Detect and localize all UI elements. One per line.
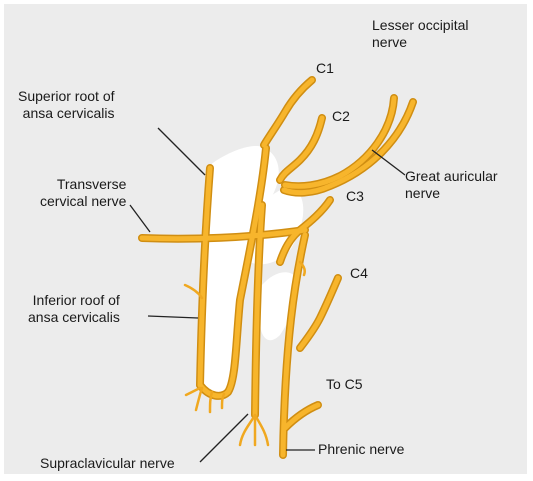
label-transverse-cervical-line2: cervical nerve <box>40 193 126 210</box>
label-transverse-cervical-nerve: Transverse cervical nerve <box>40 176 126 210</box>
to-c5-branch <box>285 405 318 428</box>
label-superior-root: Superior root of ansa cervicalis <box>18 88 115 122</box>
nerve-outlines <box>142 80 413 455</box>
leader-transverse-cervical <box>130 205 150 232</box>
label-inferior-root-line1: Inferior roof of <box>28 292 120 309</box>
label-superior-root-line1: Superior root of <box>18 88 115 105</box>
label-inferior-root-line2: ansa cervicalis <box>28 309 120 326</box>
label-superior-root-line2: ansa cervicalis <box>18 105 115 122</box>
label-great-auricular-line2: nerve <box>405 185 498 202</box>
label-lesser-occipital-line1: Lesser occipital <box>372 17 469 34</box>
nerve-paths <box>142 80 413 455</box>
label-lesser-occipital-line2: nerve <box>372 34 469 51</box>
label-c1: C1 <box>316 60 334 77</box>
label-supraclavicular-nerve: Supraclavicular nerve <box>40 455 175 472</box>
label-c2: C2 <box>332 108 350 125</box>
label-phrenic-nerve: Phrenic nerve <box>318 441 404 458</box>
label-c4: C4 <box>350 265 368 282</box>
leader-inferior-root <box>148 316 198 318</box>
label-transverse-cervical-line1: Transverse <box>40 176 126 193</box>
label-lesser-occipital-nerve: Lesser occipital nerve <box>372 17 469 51</box>
label-great-auricular-nerve: Great auricular nerve <box>405 168 498 202</box>
leader-great-auricular <box>372 150 405 175</box>
label-c3: C3 <box>346 188 364 205</box>
leader-superior-root <box>158 128 205 175</box>
label-great-auricular-line1: Great auricular <box>405 168 498 185</box>
label-inferior-root: Inferior roof of ansa cervicalis <box>28 292 120 326</box>
label-to-c5: To C5 <box>326 376 363 393</box>
